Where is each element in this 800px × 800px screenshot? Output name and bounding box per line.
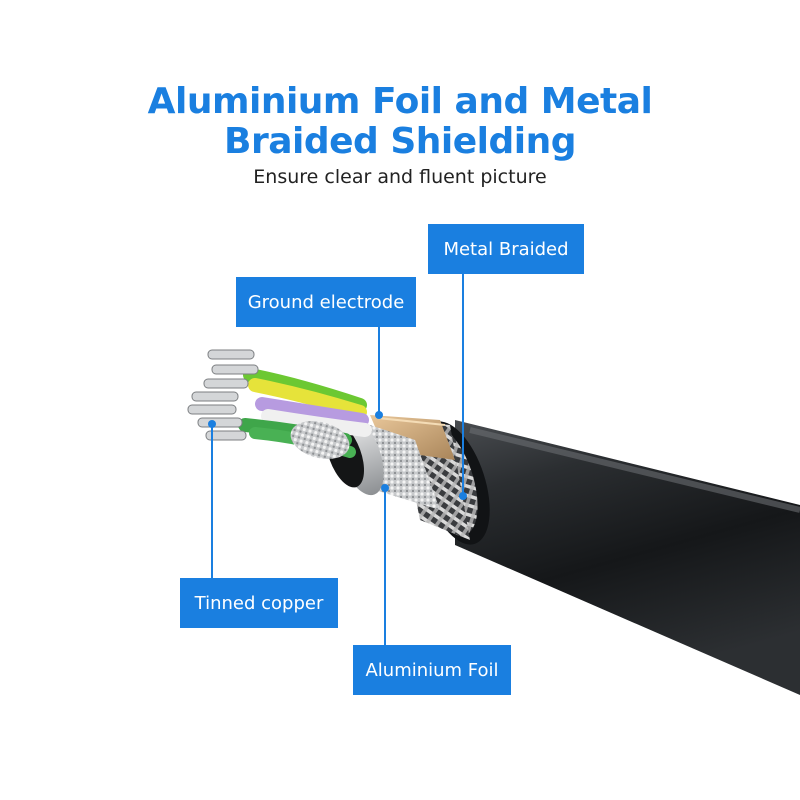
page-title-line-1: Aluminium Foil and Metal bbox=[147, 81, 653, 122]
pointer-lines bbox=[211, 274, 464, 645]
label-metal-braided: Metal Braided bbox=[428, 224, 584, 274]
page-subtitle: Ensure clear and fluent picture bbox=[253, 166, 547, 188]
pointer-dots bbox=[208, 411, 467, 500]
page-title-line-2: Braided Shielding bbox=[224, 121, 576, 162]
label-ground-electrode: Ground electrode bbox=[236, 277, 416, 327]
label-tinned-copper: Tinned copper bbox=[180, 578, 338, 628]
label-aluminium-foil: Aluminium Foil bbox=[353, 645, 511, 695]
tinned-copper-tips bbox=[187, 349, 259, 441]
inner-wires bbox=[238, 368, 372, 460]
